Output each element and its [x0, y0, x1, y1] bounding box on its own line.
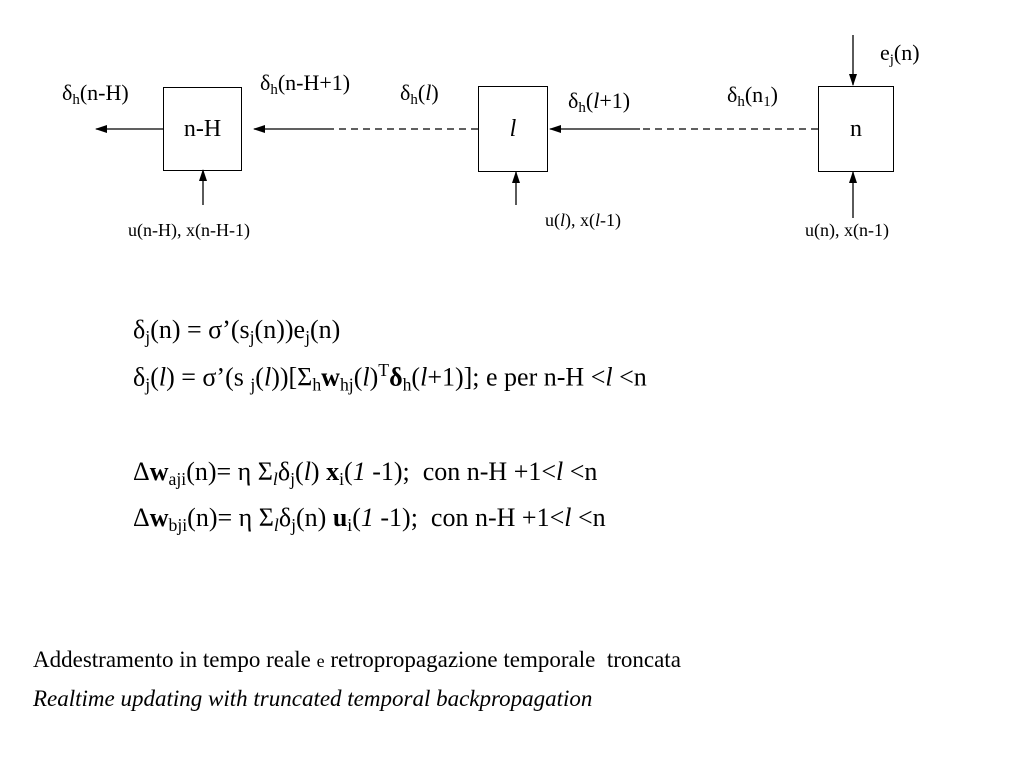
label-delta-nH-out: δh(n-H) [62, 80, 129, 109]
block-n-H: n-H [163, 87, 242, 171]
label-input-nH: u(n-H), x(n-H-1) [128, 220, 250, 240]
label-input-l: u(l), x(l-1) [545, 210, 622, 230]
label-delta-n1: δh(n1) [727, 82, 778, 111]
label-delta-l: δh(l) [400, 80, 439, 109]
block-n-H-label: n-H [183, 115, 222, 142]
block-n: n [818, 86, 894, 172]
caption-italian-conj: e [316, 651, 325, 671]
caption-italian-part2: retropropagazione temporale troncata [330, 647, 681, 672]
label-delta-nH1: δh(n-H+1) [260, 70, 351, 99]
caption-italian-part1: Addestramento in tempo reale [33, 647, 311, 672]
caption-english: Realtime updating with truncated tempora… [33, 686, 593, 711]
label-error: ej(n) [880, 40, 920, 69]
equation-4: Δwbji(n)= η Σlδj(n) ui(1 -1); con n-H +1… [133, 503, 606, 535]
block-l-label: l [509, 115, 517, 142]
caption-italian: Addestramento in tempo reale e retroprop… [33, 647, 681, 673]
equation-3: Δwaji(n)= η Σlδj(l) xi(1 -1); con n-H +1… [133, 457, 598, 489]
equation-1: δj(n) = σ’(sj(n))ej(n) [133, 315, 341, 347]
equation-2: δj(l) = σ’(s j(l))[Σhwhj(l)Tδh(l+1)]; e … [133, 360, 647, 395]
label-delta-l1: δh(l+1) [568, 88, 631, 117]
label-input-n: u(n), x(n-1) [805, 220, 889, 240]
block-l: l [478, 86, 548, 172]
block-n-label: n [850, 115, 862, 142]
